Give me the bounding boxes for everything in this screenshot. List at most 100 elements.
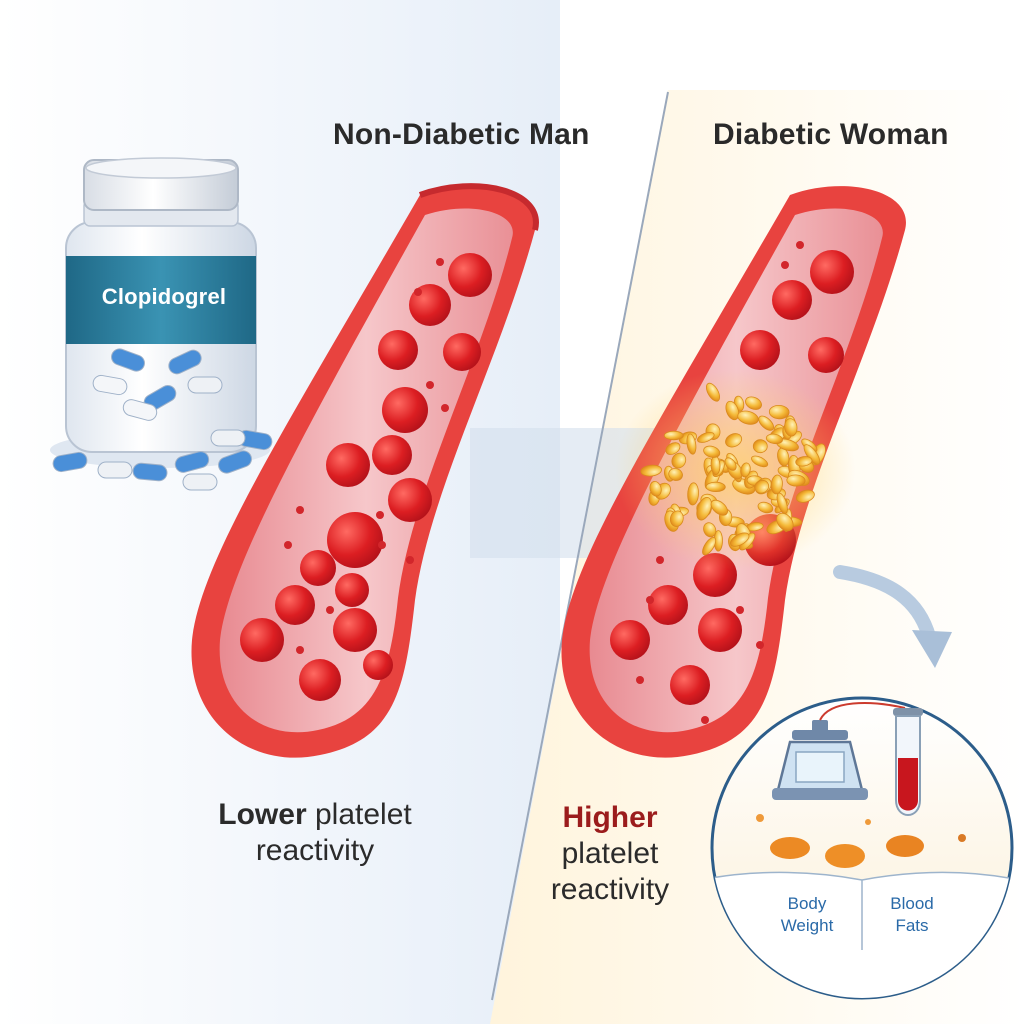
red-blood-cell [275, 585, 315, 625]
platelet [640, 464, 662, 477]
right-red-blood-cells [610, 241, 854, 724]
platelet [696, 496, 712, 521]
red-blood-cell [326, 443, 370, 487]
platelet [724, 457, 737, 471]
red-blood-cell [378, 330, 418, 370]
pill [97, 461, 133, 479]
right-caption-line2: platelet [561, 837, 659, 870]
platelet [725, 400, 740, 421]
pill [111, 348, 145, 372]
pill [122, 399, 158, 421]
arrow-head [912, 630, 952, 668]
red-blood-cell [372, 435, 412, 475]
red-blood-cell [670, 665, 710, 705]
fat-pellet [770, 837, 810, 859]
risk-factor-inset [710, 696, 1014, 1000]
small-particle [656, 556, 664, 564]
platelet [754, 479, 770, 494]
platelet [687, 482, 699, 506]
platelet [705, 382, 721, 402]
platelet [740, 462, 751, 478]
small-particle [796, 241, 804, 249]
curved-arrow [833, 565, 937, 647]
clopidogrel-bottle [50, 157, 270, 468]
left-caption-line2: reactivity [255, 834, 375, 867]
platelet [705, 481, 726, 493]
small-particle [426, 381, 434, 389]
platelet [765, 433, 783, 445]
small-particle [736, 606, 744, 614]
blood-test-tube-icon [893, 708, 923, 816]
small-particle [781, 261, 789, 269]
small-particle [414, 288, 422, 296]
pill [182, 473, 218, 491]
body-weight-line1: Body [787, 894, 827, 913]
red-blood-cell [740, 330, 780, 370]
left-red-blood-cells [240, 253, 492, 701]
red-blood-cell [333, 608, 377, 652]
platelet [671, 452, 687, 469]
pill [218, 450, 252, 474]
platelet [710, 499, 728, 516]
platelet [795, 489, 815, 503]
platelet [751, 455, 769, 468]
platelet [752, 439, 768, 454]
platelet [758, 415, 775, 431]
red-blood-cell [388, 478, 432, 522]
platelet [663, 430, 684, 441]
platelet [770, 474, 783, 495]
pill [187, 376, 223, 394]
diabetic-title: Diabetic Woman [713, 118, 949, 151]
blood-fats-line2: Fats [895, 916, 929, 935]
platelet [686, 433, 697, 455]
non-diabetic-title: Non-Diabetic Man [333, 118, 590, 151]
platelet-aggregate [640, 382, 826, 556]
panel-divider [491, 91, 669, 1001]
red-blood-cell [810, 250, 854, 294]
red-blood-cell [363, 650, 393, 680]
platelet [668, 468, 683, 481]
fat-pellet [825, 844, 865, 868]
left-caption-emphasis: Lower [218, 798, 307, 831]
small-particle [636, 676, 644, 684]
pill [174, 451, 210, 473]
small-particle [441, 404, 449, 412]
red-blood-cell [382, 387, 428, 433]
left-caption-line1: Lower platelet [200, 797, 430, 833]
platelet [786, 474, 806, 487]
red-blood-cell [327, 512, 383, 568]
platelet [665, 442, 681, 455]
red-blood-cell [808, 337, 844, 373]
red-blood-cell [443, 333, 481, 371]
body-weight-label: Body Weight [768, 893, 846, 937]
small-particle [756, 641, 764, 649]
red-blood-cell [610, 620, 650, 660]
pill [92, 374, 128, 396]
right-caption: Higher platelet reactivity [515, 800, 705, 908]
wire [819, 702, 906, 721]
platelet [776, 512, 794, 532]
platelet [730, 532, 750, 547]
pill [210, 429, 246, 447]
small-particle [296, 646, 304, 654]
small-particle [376, 511, 384, 519]
red-blood-cell [772, 280, 812, 320]
red-blood-cell [648, 585, 688, 625]
pill [52, 451, 88, 473]
small-particle [378, 541, 386, 549]
left-caption-rest: platelet [306, 798, 412, 831]
blood-fats-line1: Blood [890, 894, 934, 913]
red-blood-cell [335, 573, 369, 607]
blood-fats-label: Blood Fats [872, 893, 952, 937]
pill [168, 349, 202, 375]
fat-pellet [886, 835, 924, 857]
platelet [745, 396, 762, 410]
small-particle [406, 556, 414, 564]
platelet [649, 481, 662, 497]
small-particle [646, 596, 654, 604]
red-blood-cell [299, 659, 341, 701]
platelet [737, 410, 759, 425]
bottle-label: Clopidogrel [101, 284, 227, 309]
red-blood-cell [240, 618, 284, 662]
